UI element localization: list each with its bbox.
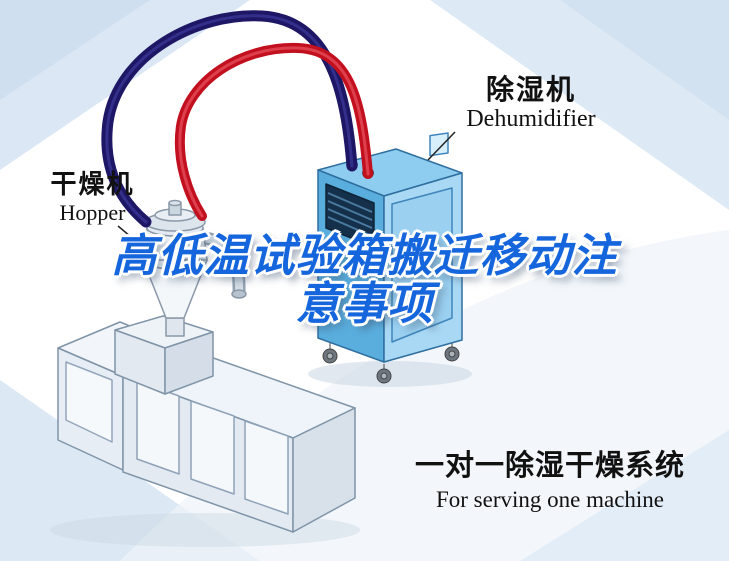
- extruder-machine: [57, 315, 356, 533]
- page-title: 高低温试验箱搬迁移动注 意事项: [0, 230, 729, 330]
- page-title-line-2: 意事项: [295, 278, 434, 330]
- red-pipe-highlight: [178, 46, 370, 218]
- dehumidifier-label: 除湿机 Dehumidifier: [426, 74, 636, 134]
- dehumidifier-label-cn: 除湿机: [485, 74, 576, 105]
- system-label: 一对一除湿干燥系统 For serving one machine: [400, 450, 700, 514]
- label-leader-lines: [117, 131, 456, 248]
- dehumidifier-label-en: Dehumidifier: [466, 106, 596, 133]
- control-panel: [429, 132, 449, 157]
- pipes: [101, 10, 373, 228]
- vent-grille: [325, 183, 375, 248]
- navy-pipe-highlight: [105, 14, 354, 224]
- system-label-cn: 一对一除湿干燥系统: [414, 450, 685, 482]
- hopper-label-cn: 干燥机: [50, 169, 135, 199]
- hopper-label-en: Hopper: [59, 199, 126, 225]
- system-label-en: For serving one machine: [435, 487, 665, 513]
- hopper-label: 干燥机 Hopper: [25, 169, 160, 225]
- hopper-dryer: [142, 199, 247, 337]
- page-title-line-1: 高低温试验箱搬迁移动注: [111, 230, 618, 281]
- caster-wheels: [322, 342, 460, 384]
